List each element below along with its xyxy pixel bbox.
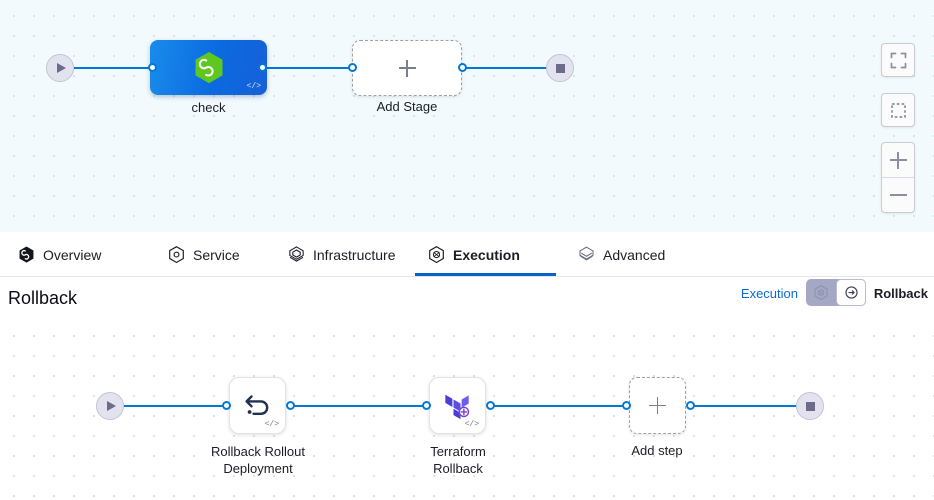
code-badge: </> (464, 420, 479, 429)
active-tab-underline (415, 273, 556, 276)
rollback-section-title: Rollback (8, 288, 78, 308)
stage-pipeline-canvas[interactable]: </> check Add Stage (0, 0, 934, 232)
harness-hexagon-icon (195, 52, 222, 84)
edge-start-to-rollout (124, 405, 228, 407)
port-addstep-input[interactable] (622, 401, 631, 410)
edge-start-to-check (74, 67, 158, 69)
fullscreen-icon (890, 52, 906, 68)
step-label-terraform-rollback: Terraform Rollback (378, 443, 538, 477)
marquee-select-button[interactable] (881, 93, 915, 127)
infrastructure-layers-icon (288, 246, 305, 263)
step-label-line1: Rollback Rollout (211, 444, 305, 459)
rollback-pipeline-canvas[interactable]: </> Rollback Rollout Deployment </> Terr… (0, 325, 934, 500)
tab-infrastructure[interactable]: Infrastructure (288, 232, 395, 277)
advanced-layers-icon (578, 246, 595, 263)
step-label-rollback-rollout-deployment: Rollback Rollout Deployment (178, 443, 338, 477)
fullscreen-button[interactable] (881, 43, 915, 77)
play-icon (57, 63, 66, 73)
tab-label-overview: Overview (43, 246, 102, 263)
toggle-label-rollback[interactable]: Rollback (873, 286, 928, 301)
pipeline-end-node[interactable] (546, 54, 574, 82)
zoom-controls-group (881, 142, 915, 213)
plus-icon (398, 59, 416, 77)
tab-label-advanced: Advanced (603, 246, 666, 263)
service-hexagon-icon (168, 246, 185, 263)
harness-hexagon-icon (18, 246, 35, 263)
rollback-header: Rollback Execution Rollback (0, 277, 934, 325)
step-label-line2: Rollback (433, 461, 483, 476)
port-check-input[interactable] (148, 63, 157, 72)
edge-addstage-to-end (456, 67, 560, 69)
minus-icon (889, 194, 907, 196)
edge-rollout-to-terraform (288, 405, 428, 407)
port-addstage-output[interactable] (458, 63, 467, 72)
port-check-output[interactable] (258, 63, 267, 72)
stop-square-icon (805, 401, 815, 411)
step-label-line1: Terraform (430, 444, 486, 459)
toggle-option-execution[interactable] (806, 279, 836, 306)
stage-label-check: check (191, 100, 226, 115)
undo-arrow-icon (244, 394, 268, 415)
rollback-start-node[interactable] (96, 392, 124, 420)
code-badge: </> (264, 420, 279, 429)
execution-rollback-toggle[interactable] (806, 279, 866, 306)
tab-label-execution: Execution (453, 246, 520, 263)
dashed-square-icon (890, 102, 906, 118)
play-icon (107, 401, 116, 411)
step-node-rollback-rollout-deployment[interactable]: </> (229, 377, 286, 434)
edge-terraform-to-addstep (488, 405, 628, 407)
plus-icon (649, 397, 666, 414)
rollback-arrow-icon (844, 286, 858, 299)
port-addstage-input[interactable] (348, 63, 357, 72)
execution-hexagon-icon (428, 246, 445, 263)
execution-hexagon-icon (814, 285, 828, 300)
port-addstep-output[interactable] (686, 401, 695, 410)
tab-advanced[interactable]: Advanced (578, 232, 665, 277)
canvas-dot-grid (0, 0, 934, 232)
tab-label-service: Service (193, 246, 240, 263)
add-stage-node[interactable] (352, 40, 462, 96)
add-stage-label: Add Stage (376, 99, 438, 114)
edge-addstep-to-end (688, 405, 806, 407)
toggle-label-execution[interactable]: Execution (740, 286, 798, 301)
zoom-in-button[interactable] (882, 143, 914, 177)
tab-service[interactable]: Service (168, 232, 240, 277)
terraform-icon (444, 394, 469, 419)
add-step-label: Add step (631, 443, 683, 458)
tab-label-infrastructure: Infrastructure (313, 246, 396, 263)
step-label-line2: Deployment (223, 461, 293, 476)
edge-check-to-addstage (260, 67, 360, 69)
pipeline-start-node[interactable] (46, 54, 74, 82)
pipeline-tab-bar: Overview Service Infrastructure (0, 232, 934, 277)
tab-overview[interactable]: Overview (18, 232, 101, 277)
port-rollout-input[interactable] (222, 401, 231, 410)
tab-execution[interactable]: Execution (428, 232, 520, 277)
toggle-option-rollback[interactable] (836, 279, 866, 306)
port-terraform-input[interactable] (422, 401, 431, 410)
zoom-out-button[interactable] (882, 177, 914, 212)
plus-icon (889, 151, 907, 169)
port-terraform-output[interactable] (486, 401, 495, 410)
add-step-node[interactable] (629, 377, 686, 434)
rollback-end-node[interactable] (796, 392, 824, 420)
code-badge: </> (246, 82, 261, 91)
stop-square-icon (555, 63, 565, 73)
stage-node-check[interactable]: </> (150, 40, 267, 95)
port-rollout-output[interactable] (286, 401, 295, 410)
step-node-terraform-rollback[interactable]: </> (429, 377, 486, 434)
